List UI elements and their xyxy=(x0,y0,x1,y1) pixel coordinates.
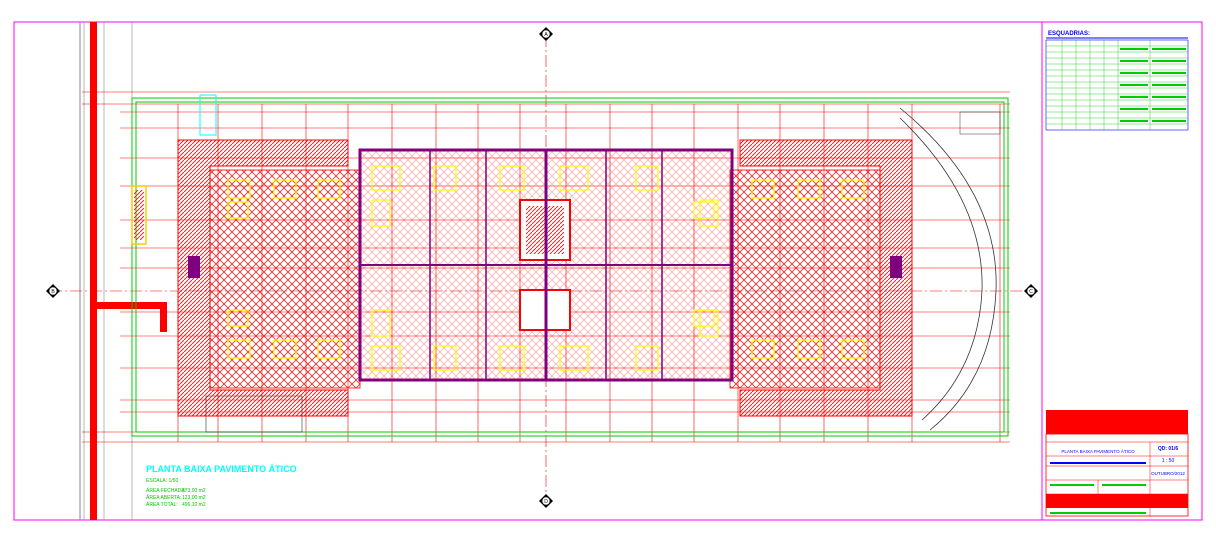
lot-outline xyxy=(131,97,1009,437)
street-boundary xyxy=(79,22,167,520)
sheet-border xyxy=(13,21,1203,521)
area-value: 373,00 m2 xyxy=(182,488,206,494)
axis-marker-label: B xyxy=(51,289,55,295)
area-label: ÁREA ABERTA: xyxy=(146,494,181,501)
axis-marker-left: B xyxy=(46,284,60,298)
title-block: PLANTA BAIXA PAVIMENTO ÁTICO QD: 01/6 1 … xyxy=(1045,410,1189,517)
terrace-right xyxy=(729,139,913,417)
drawing-name: PLANTA BAIXA PAVIMENTO ÁTICO xyxy=(1061,448,1135,454)
axis-marker-bottom: D xyxy=(539,494,553,508)
area-value: 123,00 m2 xyxy=(182,495,206,501)
terrace-left xyxy=(177,139,361,417)
sheet-date: OUTUBRO/2012 xyxy=(1151,471,1185,476)
axis-marker-label: D xyxy=(544,499,548,505)
axis-marker-label: C xyxy=(1029,289,1033,295)
furniture xyxy=(227,165,865,371)
sheet-scale: 1 : 50 xyxy=(1162,458,1175,464)
axis-marker-right: C xyxy=(1024,284,1038,298)
area-value: 496,10 m2 xyxy=(182,502,206,508)
drawing-caption: PLANTA BAIXA PAVIMENTO ÁTICO ESCALA: 1/5… xyxy=(146,464,297,508)
entry-elements xyxy=(131,94,1001,433)
drawing-title: PLANTA BAIXA PAVIMENTO ÁTICO xyxy=(146,464,297,474)
drawing-scale: ESCALA: 1/50 xyxy=(146,478,178,484)
axis-markers: A B C D xyxy=(46,27,1038,508)
apartment-core xyxy=(358,148,734,382)
area-label: ÁREA FECHADA: xyxy=(146,487,186,494)
area-label: ÁREA TOTAL: xyxy=(146,501,178,508)
curved-wall xyxy=(899,107,997,431)
schedule-title: ESQUADRIAS: xyxy=(1048,31,1090,37)
sheet-code: QD: 01/6 xyxy=(1158,446,1179,452)
schedule-table: ESQUADRIAS: xyxy=(1045,31,1189,131)
axis-marker-top: A xyxy=(539,27,553,41)
axis-marker-label: A xyxy=(544,32,548,38)
